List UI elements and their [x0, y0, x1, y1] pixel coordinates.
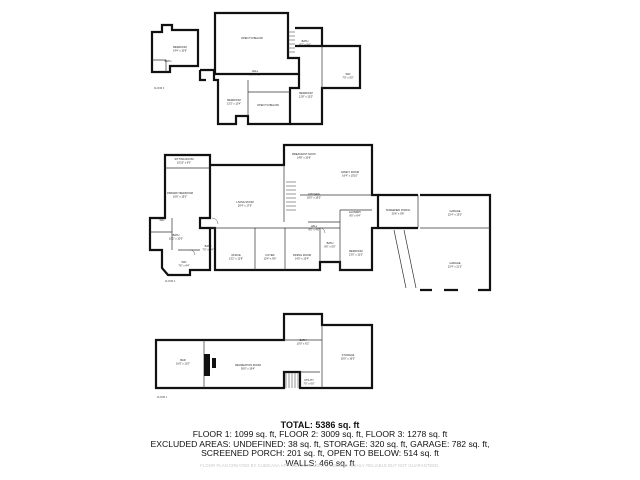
- floor-plan-drawing: BEDROOM 14'4" x 10'6" OPEN TO BELOW BATH…: [148, 11, 492, 399]
- floor-label: FLOOR 3: [154, 87, 165, 90]
- room-label-dims: 10'2" x 10'0": [169, 237, 183, 241]
- room-label-dims: 16'6" x 15'0": [173, 195, 187, 199]
- room-label-name: OFFICE: [231, 253, 241, 257]
- room-label-name: OPEN TO BELOW: [241, 36, 263, 40]
- room-label-dims: 6'0" x 4'2": [249, 73, 260, 77]
- room-label-dims: 6'0" x 4'6": [308, 228, 319, 232]
- room-label-dims: 8'2" x 5'4": [299, 43, 310, 47]
- floor-2-main-block-walls: [210, 143, 380, 272]
- room-label-dims: 7'0" x 5'4": [202, 248, 213, 252]
- room-label-name: SCREENED PORCH: [386, 208, 411, 212]
- room-label-dims: 16'0" x 11'0": [176, 362, 190, 366]
- room-label-dims: 7'0" x 6'0": [303, 382, 314, 386]
- room-label-name: BATH: [173, 233, 180, 237]
- floor-3-corner-wall: [198, 70, 206, 82]
- room-label-name: BEDROOM: [299, 91, 312, 95]
- floor-2-walkway: [393, 229, 417, 289]
- floor-2-plan: [148, 143, 492, 292]
- floor-areas: FLOOR 1: 1099 sq. ft, FLOOR 2: 3009 sq. …: [192, 429, 448, 439]
- room-label-name: GARAGE: [449, 209, 460, 213]
- room-label-dims: 22'4" x 21'2": [448, 265, 462, 269]
- room-label-name: BEDROOM: [173, 45, 186, 49]
- room-label-name: BAR: [180, 358, 185, 362]
- room-label-dims: 16'0" x 15'0": [307, 196, 321, 200]
- room-label-name: HALL: [311, 224, 318, 228]
- room-label-name: HALL: [252, 69, 259, 73]
- room-label-name: KITCHEN: [308, 192, 320, 196]
- room-label-name: LIVING ROOM: [236, 200, 253, 204]
- room-label-dims: 10'4" x 9'6": [264, 257, 277, 261]
- room-label-name: STORAGE: [342, 353, 355, 357]
- floor-3-left-bedroom-walls: [150, 23, 200, 74]
- room-label-dims: 16'4" x 15'10": [342, 174, 358, 178]
- floor-3-partitions: [247, 80, 290, 116]
- room-label-name: BEDROOM: [349, 249, 362, 253]
- floor-3-lower-rooms-walls: [200, 68, 301, 126]
- room-label-dims: 20'6" x 9'8": [392, 212, 405, 216]
- room-label-name: WIC: [159, 218, 164, 222]
- floor-2-room-partitions: [210, 165, 372, 270]
- room-label-name: GARAGE: [449, 261, 460, 265]
- floor-2-stair-treads: [286, 181, 296, 211]
- floor-3-closet-wall: [152, 59, 167, 72]
- porch-area: SCREENED PORCH: 201 sq. ft, OPEN TO BELO…: [201, 448, 439, 458]
- floor-3-right-wing-walls: [290, 44, 362, 126]
- floor-2-primary-partitions: [150, 167, 210, 251]
- room-label-name: OPEN TO BELOW: [257, 103, 279, 107]
- floor-1-bar-fixture: [212, 358, 216, 368]
- room-label-name: WIC: [181, 260, 186, 264]
- room-label-dims: 12'8" x 12'0": [299, 95, 313, 99]
- room-label-name: FOYER: [266, 253, 275, 257]
- total-area: TOTAL: 5386 sq. ft: [280, 420, 360, 430]
- credit-line: FLOOR PLAN CREATED BY CUBICASA APP. MEAS…: [200, 463, 440, 468]
- room-label-name: BEDROOM: [227, 98, 240, 102]
- room-label-dims: 8'0" x 5'0": [324, 245, 335, 249]
- floor-3-stair-treads: [288, 31, 295, 53]
- floor-1-outline-walls: [154, 312, 374, 390]
- room-label-name: BATH: [327, 241, 334, 245]
- room-label-name: RECREATION ROOM: [235, 363, 261, 367]
- room-label-name: WIC: [345, 72, 350, 76]
- floor-2-door-swings: [189, 217, 326, 256]
- room-label-name: BATH: [300, 338, 307, 342]
- room-label-dims: 7'6" x 4'4": [178, 264, 189, 268]
- room-label-name: BATH: [205, 244, 212, 248]
- room-label-name: BATH: [302, 39, 309, 43]
- floor-1-plan: [154, 312, 374, 390]
- room-label-dims: 7'0" x 5'0": [342, 76, 353, 80]
- room-label-dims: 22'4" x 13'0": [448, 213, 462, 217]
- room-label-name: PRIMARY BEDROOM: [167, 191, 193, 195]
- floor-label: FLOOR 2: [165, 280, 176, 283]
- room-label-dims: 36'0" x 19'4": [241, 367, 255, 371]
- room-label-name: DINING ROOM: [293, 253, 311, 257]
- room-label-dims: 13'2" x 11'4": [227, 102, 241, 106]
- room-label-name: UTILITY: [304, 378, 314, 382]
- floor-1-stair-treads: [285, 372, 299, 388]
- room-label-name: SITTING ROOM: [174, 157, 193, 161]
- floor-2-porch-walls: [378, 193, 418, 230]
- walls-area: WALLS: 466 sq. ft: [285, 457, 355, 468]
- room-label-dims: 10'0" x 6'2": [297, 342, 310, 346]
- room-label-dims: 15'10" x 9'0": [177, 161, 191, 165]
- floor-3-bath-walls: [295, 26, 324, 48]
- room-label-name: FAMILY ROOM: [341, 170, 359, 174]
- room-label-dims: 13'0" x 12'0": [349, 253, 363, 257]
- floor-label: FLOOR 1: [157, 396, 168, 399]
- room-label-dims: 20'0" x 16'0": [341, 357, 355, 361]
- room-label-dims: 26'4" x 17'6": [238, 204, 252, 208]
- room-label-dims: 14'0" x 13'4": [295, 257, 309, 261]
- room-label-name: LAUNDRY: [349, 210, 362, 214]
- room-label-dims: 14'4" x 10'6": [173, 49, 187, 53]
- room-label-dims: 14'8" x 10'6": [297, 156, 311, 160]
- excluded-areas: EXCLUDED AREAS: UNDEFINED: 38 sq. ft, ST…: [150, 438, 490, 449]
- room-label-dims: 13'2" x 12'8": [229, 257, 243, 261]
- floor-2-primary-wing-walls: [148, 153, 212, 277]
- room-label-dims: 8'0" x 6'4": [349, 214, 360, 218]
- floor-3-plan: [150, 11, 362, 126]
- floor-1-bar-counter: [204, 354, 210, 376]
- floor-3-open-area-walls: [213, 11, 301, 76]
- room-label-name: BATH: [165, 59, 172, 63]
- floor-2-garage-walls: [420, 193, 492, 292]
- room-label-name: BREAKFAST NOOK: [292, 152, 316, 156]
